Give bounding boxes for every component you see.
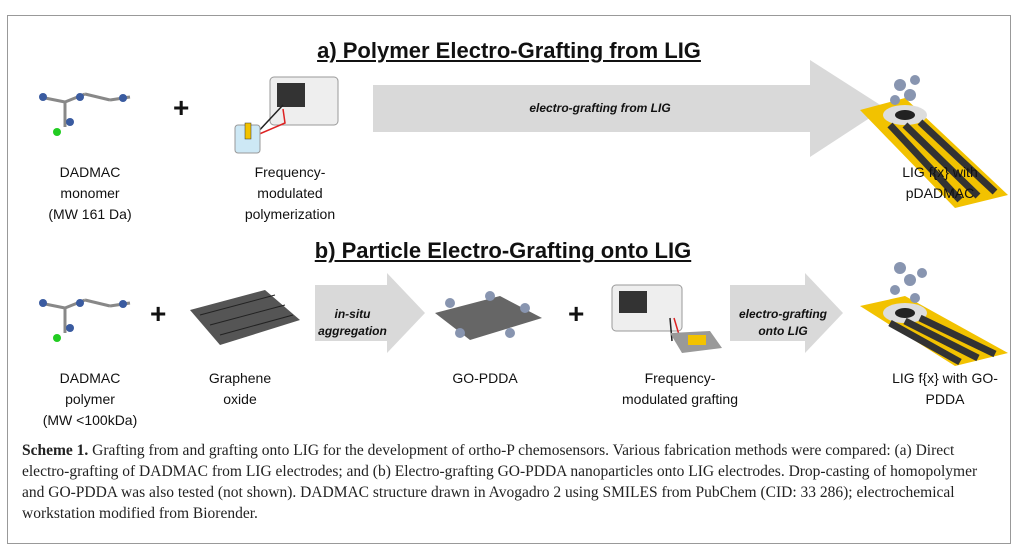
label-frequency-modulated-polymerization: Frequency- modulated polymerization <box>210 162 370 225</box>
arrow-in-situ-label: in-situ aggregation <box>315 306 390 340</box>
dadmac-monomer-molecule-icon <box>39 92 131 136</box>
arrow-electro-grafting-onto-lig <box>730 273 843 353</box>
graphene-oxide-sheet-icon <box>190 290 300 345</box>
label-line: GO-PDDA <box>452 370 518 386</box>
label-line: pDADMAC <box>905 185 975 201</box>
label-line: in-situ <box>334 307 371 321</box>
section-a-title: a) Polymer Electro-Grafting from LIG <box>317 38 701 63</box>
dadmac-polymer-molecule-icon <box>39 298 131 342</box>
lig-electrode-gopdda-icon <box>860 262 1008 366</box>
label-line: Graphene <box>208 370 272 386</box>
label-line: Frequency- <box>644 370 716 386</box>
label-line: (MW 161 Da) <box>48 206 132 222</box>
label-lig-go-pdda: LIG f{x} with GO- PDDA <box>865 368 1018 410</box>
label-line: electro-grafting <box>738 307 827 321</box>
plus-sign: + <box>173 92 190 123</box>
plus-sign: + <box>568 298 585 329</box>
label-line: PDDA <box>925 391 965 407</box>
arrow-a-label: electro-grafting from LIG <box>529 101 671 115</box>
electrochemical-workstation-icon <box>234 76 339 154</box>
arrow-in-situ-aggregation <box>315 273 425 353</box>
label-line: modulated grafting <box>622 391 738 407</box>
lig-electrode-pdadmac-icon <box>860 75 1008 208</box>
arrow-a <box>373 60 885 157</box>
label-frequency-modulated-grafting: Frequency- modulated grafting <box>600 368 760 410</box>
label-line: onto LIG <box>758 324 808 338</box>
label-line: DADMAC <box>59 370 121 386</box>
label-graphene-oxide: Graphene oxide <box>160 368 320 410</box>
caption-text: Grafting from and grafting onto LIG for … <box>22 442 978 522</box>
label-line: polymerization <box>244 206 336 222</box>
arrow-onto-lig-label: electro-grafting onto LIG <box>728 306 838 340</box>
section-b-title: b) Particle Electro-Grafting onto LIG <box>314 238 692 263</box>
label-line: modulated <box>257 185 323 201</box>
label-lig-pdadmac: LIG f{x} with pDADMAC <box>860 162 1018 204</box>
scheme-caption: Scheme 1. Grafting from and grafting ont… <box>22 440 982 524</box>
label-line: aggregation <box>318 324 387 338</box>
label-line: LIG f{x} with <box>902 164 978 180</box>
caption-label: Scheme 1. <box>22 442 89 459</box>
label-line: oxide <box>223 391 257 407</box>
label-line: monomer <box>60 185 120 201</box>
electrochemical-workstation-grafting-icon <box>611 284 722 353</box>
figure-frame <box>7 15 1011 544</box>
label-go-pdda: GO-PDDA <box>405 368 565 389</box>
label-line: polymer <box>65 391 115 407</box>
label-line: Frequency- <box>254 164 326 180</box>
label-line: DADMAC <box>59 164 121 180</box>
label-line: LIG f{x} with GO- <box>892 370 998 386</box>
label-line: (MW <100kDa) <box>42 412 138 428</box>
plus-sign: + <box>150 298 167 329</box>
go-pdda-particle-icon <box>435 291 542 340</box>
label-dadmac-monomer: DADMAC monomer (MW 161 Da) <box>10 162 170 225</box>
label-dadmac-polymer: DADMAC polymer (MW <100kDa) <box>10 368 170 431</box>
